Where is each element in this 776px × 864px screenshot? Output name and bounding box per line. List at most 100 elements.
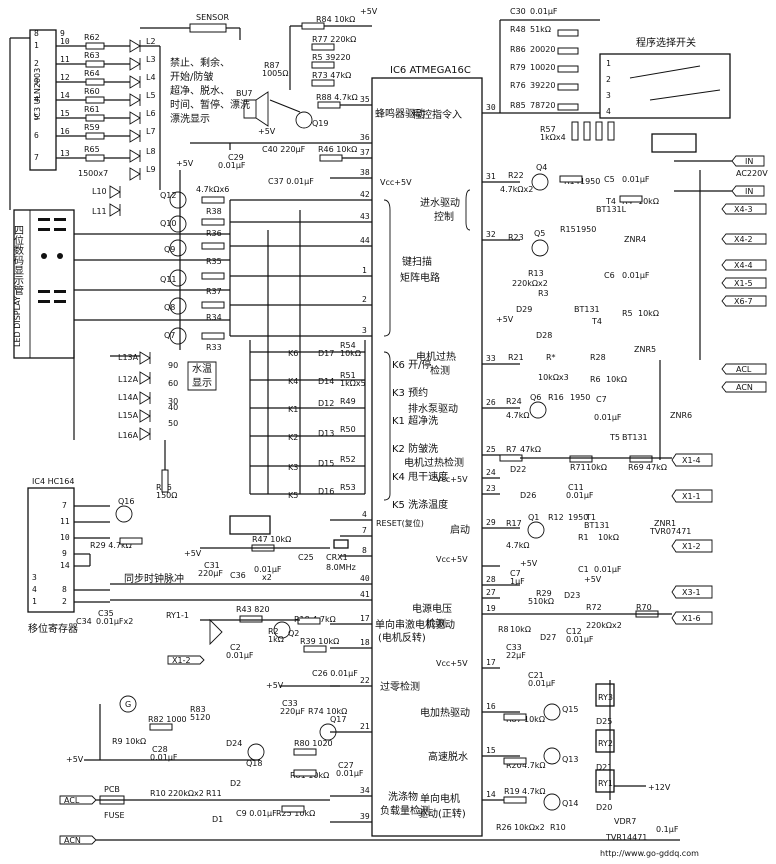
znr1-label: ZNR1 xyxy=(654,519,676,528)
watermark: http://www.go-gddq.com xyxy=(600,849,699,858)
digit-drivers: +5V 4.7kΩx6 Q12 R38 Q10 R36 Q9 R35 Q11 R… xyxy=(160,159,231,352)
svg-text:Q14: Q14 xyxy=(562,799,578,808)
conn-x1-5 xyxy=(721,277,767,289)
svg-text:L13A: L13A xyxy=(118,353,139,362)
svg-text:150Ω: 150Ω xyxy=(156,491,177,500)
svg-text:漂洗显示: 漂洗显示 xyxy=(170,113,210,125)
svg-text:R29 4.7kΩ: R29 4.7kΩ xyxy=(90,541,132,550)
svg-text:ACN: ACN xyxy=(736,383,753,392)
svg-text:4.7kΩ: 4.7kΩ xyxy=(522,761,545,770)
svg-text:R46 10kΩ: R46 10kΩ xyxy=(318,145,357,154)
svg-text:4.7kΩ: 4.7kΩ xyxy=(506,541,529,550)
svg-text:C28: C28 xyxy=(152,745,168,754)
svg-text:10020: 10020 xyxy=(530,63,555,72)
svg-text:R61: R61 xyxy=(84,105,100,114)
svg-text:K5 洗涤温度: K5 洗涤温度 xyxy=(392,498,448,511)
svg-text:D22: D22 xyxy=(510,465,526,474)
sensor-buzzer: SENSOR +5V R84 10kΩ R77 220kΩ R5 39220 R… xyxy=(140,7,378,186)
svg-text:10kΩ: 10kΩ xyxy=(586,463,607,472)
svg-text:程控指令入: 程控指令入 xyxy=(412,108,462,121)
ac-label: AC220V xyxy=(736,169,768,178)
svg-text:R43 820: R43 820 xyxy=(236,605,270,614)
svg-text:8: 8 xyxy=(362,546,367,555)
svg-text:R2: R2 xyxy=(268,627,279,636)
status-leds: R62 R63 R64 R60 R61 R59 R65 1500x7 L2 L3… xyxy=(78,33,250,217)
svg-text:R54: R54 xyxy=(340,341,356,350)
svg-text:44: 44 xyxy=(360,236,370,245)
svg-text:R23: R23 xyxy=(508,233,524,242)
svg-text:21: 21 xyxy=(360,722,370,731)
svg-text:90: 90 xyxy=(168,361,178,370)
svg-text:X1-2: X1-2 xyxy=(172,656,191,665)
svg-text:10: 10 xyxy=(60,37,70,46)
svg-text:0.01μF: 0.01μF xyxy=(566,491,594,500)
svg-text:R20: R20 xyxy=(506,761,522,770)
svg-text:G: G xyxy=(125,700,131,709)
svg-text:BT131: BT131 xyxy=(622,433,648,442)
svg-text:2: 2 xyxy=(62,597,67,606)
svg-text:R1: R1 xyxy=(578,533,589,542)
conn-x6-7 xyxy=(721,295,767,307)
svg-text:1950: 1950 xyxy=(580,177,600,186)
svg-text:17: 17 xyxy=(360,614,370,623)
svg-text:4.7kΩ: 4.7kΩ xyxy=(506,411,529,420)
svg-text:L16A: L16A xyxy=(118,431,139,440)
svg-text:7: 7 xyxy=(34,153,39,162)
svg-text:R13: R13 xyxy=(528,269,544,278)
svg-text:14: 14 xyxy=(60,561,70,570)
svg-text:(电机反转): (电机反转) xyxy=(378,631,426,644)
svg-text:42: 42 xyxy=(360,190,370,199)
svg-text:4: 4 xyxy=(362,510,367,519)
svg-text:RY1-1: RY1-1 xyxy=(166,611,189,620)
svg-text:过零检测: 过零检测 xyxy=(380,680,420,693)
svg-text:0.01μF: 0.01μF xyxy=(254,565,282,574)
svg-text:排水泵驱动: 排水泵驱动 xyxy=(408,402,458,415)
svg-text:29: 29 xyxy=(486,518,496,527)
svg-text:R82 1000: R82 1000 xyxy=(148,715,187,724)
svg-text:电加热驱动: 电加热驱动 xyxy=(420,706,470,719)
svg-text:C2: C2 xyxy=(230,643,241,652)
svg-text:50: 50 xyxy=(168,419,178,428)
svg-text:9: 9 xyxy=(60,29,65,38)
svg-text:T5: T5 xyxy=(609,433,620,442)
svg-text:L12A: L12A xyxy=(118,375,139,384)
ic3-uln2003 xyxy=(29,29,57,171)
svg-text:R62: R62 xyxy=(84,33,100,42)
svg-text:14: 14 xyxy=(486,790,496,799)
svg-text:1005Ω: 1005Ω xyxy=(262,69,288,78)
svg-text:X3-1: X3-1 xyxy=(682,588,701,597)
svg-text:C27: C27 xyxy=(338,761,354,770)
buzzer-drive-label: 蜂鸣器驱动 xyxy=(375,107,425,120)
svg-text:时间、暂停、漂洗: 时间、暂停、漂洗 xyxy=(170,98,250,111)
conn-acl-right xyxy=(721,363,767,375)
svg-text:R50: R50 xyxy=(340,425,356,434)
svg-text:30: 30 xyxy=(486,103,496,112)
svg-text:L11: L11 xyxy=(92,207,107,216)
svg-text:X4-4: X4-4 xyxy=(734,261,753,270)
svg-text:C11: C11 xyxy=(568,483,584,492)
svg-text:1μF: 1μF xyxy=(510,577,525,586)
svg-text:C30: C30 xyxy=(510,7,526,16)
svg-text:R65: R65 xyxy=(84,145,100,154)
svg-text:D27: D27 xyxy=(540,633,556,642)
svg-text:0.01μF: 0.01μF xyxy=(594,565,622,574)
svg-text:3: 3 xyxy=(606,91,611,100)
svg-text:Q15: Q15 xyxy=(562,705,578,714)
svg-text:10kΩ: 10kΩ xyxy=(524,715,545,724)
svg-text:R15: R15 xyxy=(560,225,576,234)
svg-text:60: 60 xyxy=(168,379,178,388)
svg-text:10kΩx2: 10kΩx2 xyxy=(514,823,545,832)
svg-text:D14: D14 xyxy=(318,377,334,386)
svg-text:R10: R10 xyxy=(550,823,566,832)
svg-text:Q6: Q6 xyxy=(530,393,541,402)
svg-text:R9 10kΩ: R9 10kΩ xyxy=(112,737,146,746)
svg-text:启动: 启动 xyxy=(450,523,470,536)
svg-text:32: 32 xyxy=(486,230,496,239)
svg-text:Q10: Q10 xyxy=(160,219,176,228)
svg-text:C34: C34 xyxy=(76,617,92,626)
svg-text:Q19: Q19 xyxy=(312,119,328,128)
svg-text:40: 40 xyxy=(360,574,370,583)
svg-text:25: 25 xyxy=(486,445,496,454)
